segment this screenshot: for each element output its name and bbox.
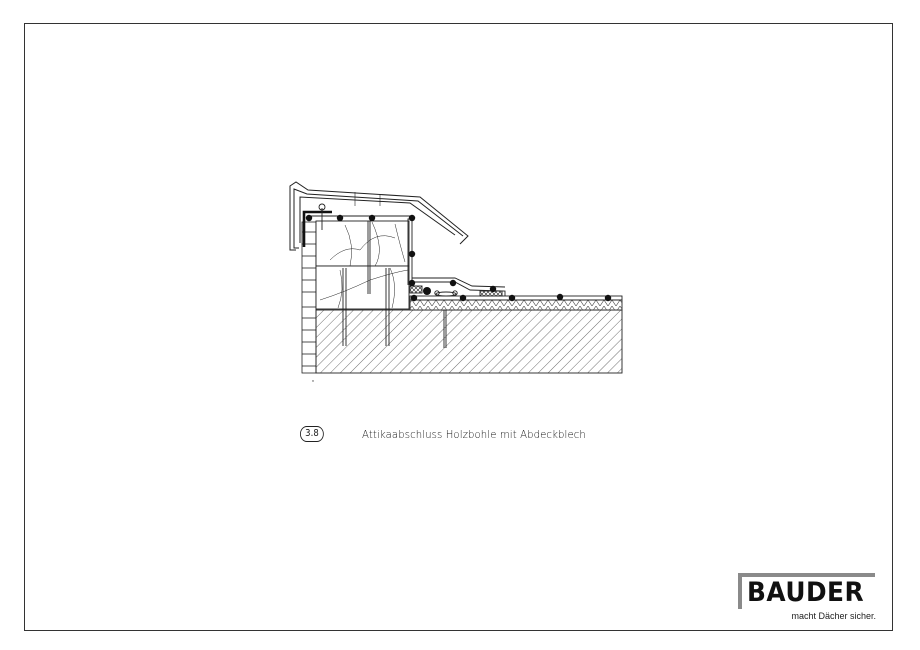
drawing-title: Attikaabschluss Holzbohle mit Abdeckblec…	[362, 427, 587, 441]
fixing-angle	[302, 210, 332, 247]
drawing-frame	[24, 23, 893, 631]
coping-metal-abdeckblech	[289, 181, 469, 251]
logo-bar-left	[738, 573, 742, 609]
logo-tagline: macht Dächer sicher.	[791, 611, 876, 621]
sealing-beads	[305, 214, 612, 302]
concrete-slab	[315, 309, 623, 374]
reference-dot	[312, 380, 314, 382]
logo-brand-name: BAUDER	[747, 577, 865, 608]
drawing-caption: 3.8 Attikaabschluss Holzbohle mit Abdeck…	[300, 424, 606, 444]
roof-build-up	[409, 277, 623, 311]
logo-bar-top	[738, 573, 875, 577]
timber-planks	[315, 220, 410, 310]
bauder-logo: BAUDER macht Dächer sicher.	[738, 573, 878, 623]
fasteners	[318, 203, 447, 348]
detail-number-badge: 3.8	[300, 426, 324, 442]
